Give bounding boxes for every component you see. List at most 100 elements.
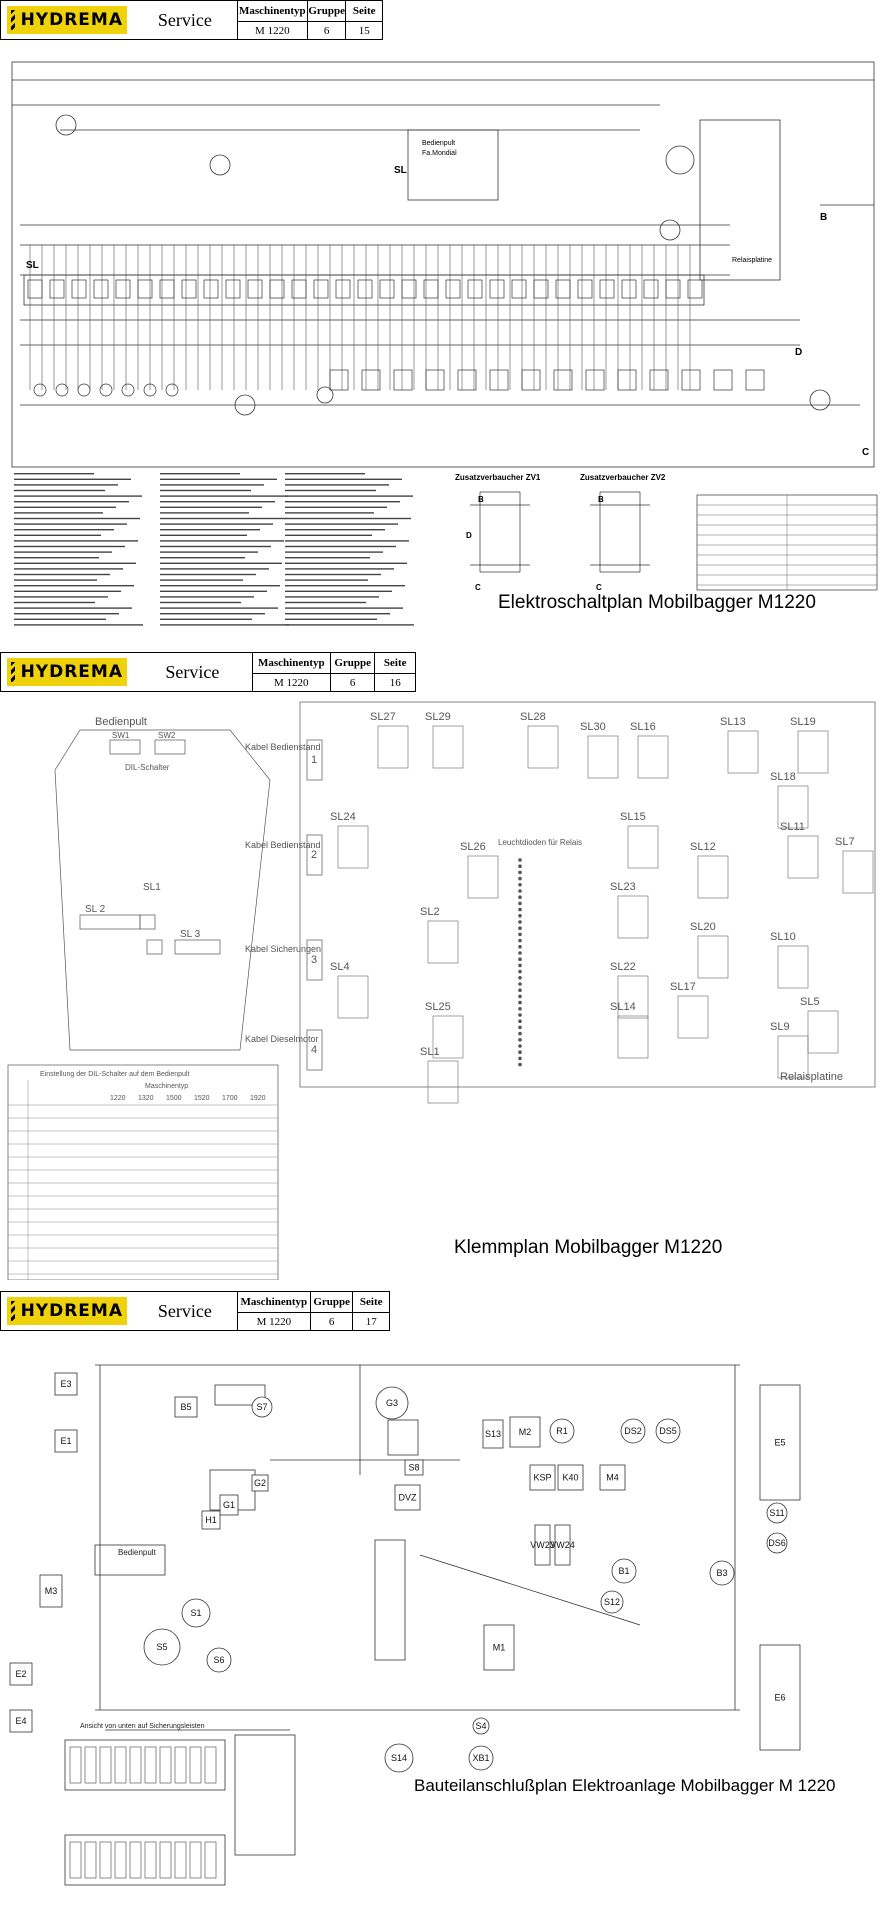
led-dot [518,963,522,968]
legend-line [160,529,260,531]
marker-d: D [795,347,802,358]
service-label: Service [133,1292,238,1330]
legend-line [285,613,390,615]
connector-label: SL17 [670,981,696,993]
relay-icon [357,279,373,299]
legend-line [14,529,114,531]
relay-icon [181,279,197,299]
fuse-cell [129,1841,142,1879]
valve-icon [393,369,413,391]
fuse-cell [69,1841,82,1879]
legend-line [14,624,143,626]
zv1-marker-b: B [478,495,484,504]
fuse-cell [204,1746,217,1784]
relay-icon [49,279,65,299]
legend-line [160,478,277,480]
connector-box [527,725,559,769]
connector-label: SL9 [770,1021,790,1033]
dil-year: 1220 [110,1095,126,1102]
led-dot [518,976,522,980]
component-label: KSP [533,1473,551,1483]
fuse-cell [114,1746,127,1784]
connector-box [337,825,369,869]
connector-label: SL22 [610,961,636,973]
kabel-bedienstand-2: Kabel Bedienstand [245,840,321,850]
legend-line [285,573,381,576]
sl-top-label: SL [394,165,407,176]
connector-box [637,735,669,779]
led-dot [518,951,522,955]
connector-label: SL14 [610,1001,636,1013]
component-box [759,1384,801,1501]
fuse-cell [159,1746,172,1784]
legend-line [285,540,409,542]
relay-icon [511,279,527,299]
fuse-cell [204,1841,217,1879]
legend-line [160,484,264,486]
legend-line [14,562,136,564]
maschinentyp-label: Maschinentyp [145,1083,188,1090]
fuse-cell [174,1746,187,1784]
legend-line [160,618,252,620]
connector-box [432,725,464,769]
lamp-icon [77,383,91,397]
legend-line [285,545,396,548]
fuse-cell [189,1746,202,1784]
component-circle [549,1418,575,1444]
relay-icon [577,279,593,299]
led-dot [518,889,522,893]
legend-line [285,523,398,525]
legend-line [14,557,99,559]
component-label: VW23 [530,1540,555,1550]
legend-line [14,473,94,475]
relay-icon [423,279,439,299]
led-dot [518,1050,522,1054]
component-label: E2 [15,1669,26,1679]
led-dot [518,858,522,862]
relay-icon [335,279,351,299]
connector-box [697,855,729,899]
legend-line [14,585,134,587]
legend-line [14,534,101,536]
legend-line [14,495,142,497]
fuse-cell [144,1841,157,1879]
fuse-cell [174,1841,187,1879]
component-label: S7 [256,1402,267,1412]
legend-line [285,489,376,492]
lamp-icon [165,383,179,397]
fuse-cell [144,1746,157,1784]
led-dot [518,957,522,961]
led-dot [518,926,522,930]
component-box [251,1474,269,1492]
bedienpult-tag: Bedienpult [118,1548,157,1557]
legend-line [160,540,284,542]
legend-line [285,501,400,503]
connector-box [427,1060,459,1104]
lamp-icon [99,383,113,397]
component-circle [709,1560,735,1586]
sl2-label: SL 2 [85,904,106,915]
dil-table-title: Einstellung der DIL-Schalter auf dem Bed… [40,1071,189,1078]
relay-icon [137,279,153,299]
fuse-cell [84,1841,97,1879]
legend-line [14,501,129,503]
sl1-label: SL1 [143,882,161,893]
connector-box [677,995,709,1039]
hydrema-logo: HYDREMA [1,653,133,691]
relaisplatine-label: Relaisplatine [732,257,772,264]
marker-c: C [862,447,869,458]
relay-icon [93,279,109,299]
connector-label: SL28 [520,711,546,723]
terminal-plan: Bedienpult DIL-Schalter SW1 SW2 SL 2 SL1… [7,701,876,1280]
legend-line [14,568,123,570]
component-box [394,1484,421,1511]
zv2-marker-c: C [596,583,602,592]
legend-line [160,613,265,615]
legend-line [14,489,105,492]
component-circle [375,1386,409,1420]
component-label: S14 [391,1753,407,1763]
relay-icon [599,279,615,299]
legend-line [160,562,282,564]
